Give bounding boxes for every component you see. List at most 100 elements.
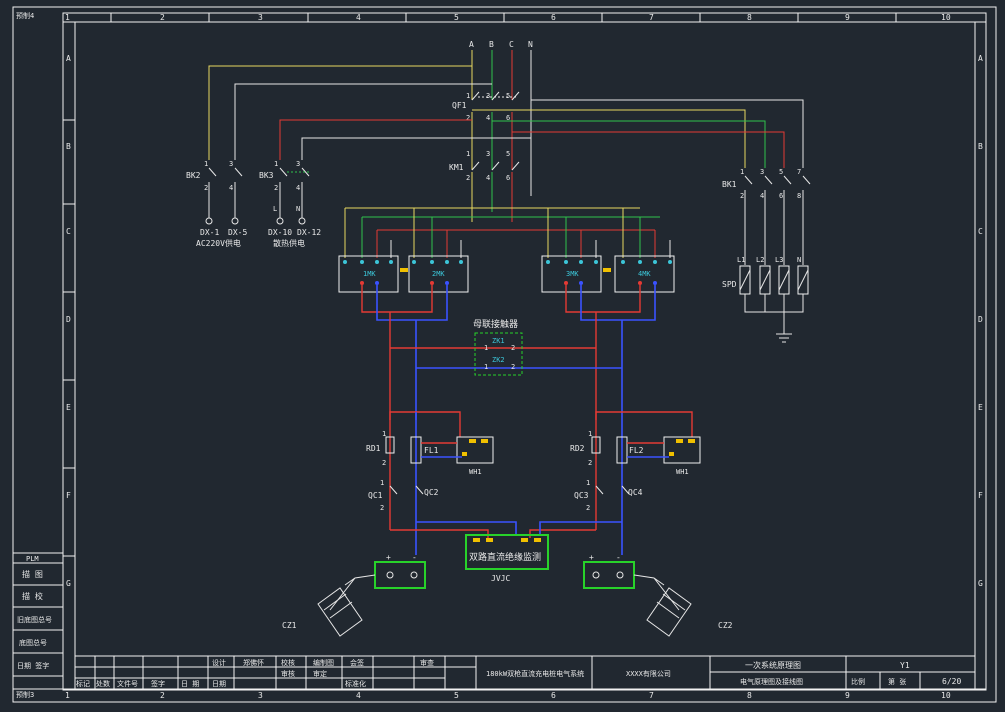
svg-text:Y1: Y1 <box>900 661 910 670</box>
svg-text:-: - <box>616 553 621 562</box>
svg-text:9: 9 <box>845 691 850 700</box>
svg-text:WH1: WH1 <box>676 468 689 476</box>
svg-text:描 校: 描 校 <box>22 591 43 601</box>
svg-text:1: 1 <box>588 430 592 438</box>
fuse-rd1 <box>385 436 395 454</box>
svg-text:6: 6 <box>779 192 783 200</box>
svg-text:PLM: PLM <box>26 555 39 563</box>
svg-text:CZ1: CZ1 <box>282 621 297 630</box>
svg-text:RD1: RD1 <box>366 444 381 453</box>
svg-text:10: 10 <box>941 691 951 700</box>
svg-text:KM1: KM1 <box>449 163 464 172</box>
svg-text:QC1: QC1 <box>368 491 383 500</box>
svg-text:1: 1 <box>740 168 744 176</box>
svg-text:处数: 处数 <box>96 679 110 688</box>
svg-text:比例: 比例 <box>851 677 865 686</box>
drawing-frame <box>12 6 997 703</box>
svg-text:3: 3 <box>296 160 300 168</box>
svg-text:3: 3 <box>258 691 263 700</box>
column-numbers: 1 2 3 4 5 6 7 8 9 10 1 2 3 4 5 6 7 8 9 1… <box>65 13 951 700</box>
svg-text:一次系统原理图: 一次系统原理图 <box>745 660 801 670</box>
bus-label-c: C <box>509 40 514 49</box>
svg-text:BK1: BK1 <box>722 180 737 189</box>
svg-text:E: E <box>978 403 983 412</box>
svg-text:FL1: FL1 <box>424 446 439 455</box>
ac-bus: A B C N <box>469 40 533 186</box>
svg-text:2: 2 <box>466 114 470 122</box>
svg-text:4: 4 <box>229 184 233 192</box>
svg-text:6: 6 <box>551 691 556 700</box>
svg-text:电气原理图及接线图: 电气原理图及接线图 <box>740 677 803 686</box>
svg-text:双路直流绝缘监测: 双路直流绝缘监测 <box>469 551 541 563</box>
svg-text:1: 1 <box>274 160 278 168</box>
svg-text:1: 1 <box>382 430 386 438</box>
svg-text:1: 1 <box>380 479 384 487</box>
svg-text:1: 1 <box>65 13 70 22</box>
svg-text:CZ2: CZ2 <box>718 621 733 630</box>
svg-text:1: 1 <box>65 691 70 700</box>
svg-text:母联接触器: 母联接触器 <box>473 318 518 330</box>
svg-text:AC220V供电: AC220V供电 <box>196 238 241 248</box>
shunt-fl1 <box>410 436 422 464</box>
module-feeders <box>344 186 671 258</box>
svg-text:4: 4 <box>356 691 361 700</box>
svg-text:6: 6 <box>506 114 510 122</box>
svg-text:2: 2 <box>204 184 208 192</box>
svg-text:7: 7 <box>649 13 654 22</box>
svg-text:5: 5 <box>454 691 459 700</box>
svg-text:WH1: WH1 <box>469 468 482 476</box>
svg-text:4MK: 4MK <box>638 270 651 278</box>
svg-text:校核: 校核 <box>281 658 295 667</box>
connector-block-right <box>583 561 635 589</box>
svg-text:2: 2 <box>160 691 165 700</box>
svg-text:D: D <box>978 315 983 324</box>
switch-bk1: BK1 1 3 5 7 2 4 6 8 <box>722 168 811 265</box>
switch-bk2: BK2 1 3 2 4 DX-1 DX-5 AC220V供电 <box>186 160 247 248</box>
svg-text:L2: L2 <box>756 256 764 264</box>
svg-text:2: 2 <box>740 192 744 200</box>
svg-text:C: C <box>66 227 71 236</box>
svg-text:设计: 设计 <box>212 658 226 667</box>
svg-text:标记: 标记 <box>76 679 90 688</box>
svg-text:180kW双枪直流充电桩电气系统: 180kW双枪直流充电桩电气系统 <box>486 669 584 678</box>
module-link-left <box>400 268 408 272</box>
svg-text:标准化: 标准化 <box>345 679 366 688</box>
svg-text:2: 2 <box>466 174 470 182</box>
svg-text:6: 6 <box>551 13 556 22</box>
svg-text:SPD: SPD <box>722 280 737 289</box>
bus-label-b: B <box>489 40 494 49</box>
svg-text:A: A <box>66 54 71 63</box>
svg-text:ZK2: ZK2 <box>492 356 505 364</box>
svg-text:3: 3 <box>486 92 490 100</box>
svg-text:RD2: RD2 <box>570 444 585 453</box>
svg-text:QF1: QF1 <box>452 101 467 110</box>
svg-text:3: 3 <box>229 160 233 168</box>
svg-text:6: 6 <box>506 174 510 182</box>
svg-text:散热供电: 散热供电 <box>273 238 305 248</box>
power-module-4mk: 4MK <box>614 255 675 293</box>
power-module-2mk: 2MK <box>408 255 469 293</box>
svg-text:2MK: 2MK <box>432 270 445 278</box>
svg-text:1: 1 <box>484 344 488 352</box>
shunt-fl2 <box>616 436 628 464</box>
svg-text:1: 1 <box>484 363 488 371</box>
svg-text:4: 4 <box>486 114 490 122</box>
meter-wh1-right <box>663 436 701 464</box>
bus-label-n: N <box>528 40 533 49</box>
svg-text:FL2: FL2 <box>629 446 644 455</box>
svg-text:文件号: 文件号 <box>117 679 138 688</box>
svg-text:9: 9 <box>845 13 850 22</box>
svg-text:QC4: QC4 <box>628 488 643 497</box>
svg-text:会签: 会签 <box>350 658 364 667</box>
power-module-3mk: 3MK <box>541 255 602 293</box>
svg-text:8: 8 <box>797 192 801 200</box>
svg-text:1: 1 <box>586 479 590 487</box>
svg-text:10: 10 <box>941 13 951 22</box>
svg-text:B: B <box>978 142 983 151</box>
svg-text:第 张: 第 张 <box>888 677 906 686</box>
svg-text:B: B <box>66 142 71 151</box>
svg-text:描 图: 描 图 <box>22 569 43 579</box>
svg-text:编制图: 编制图 <box>313 658 334 667</box>
svg-text:5: 5 <box>454 13 459 22</box>
